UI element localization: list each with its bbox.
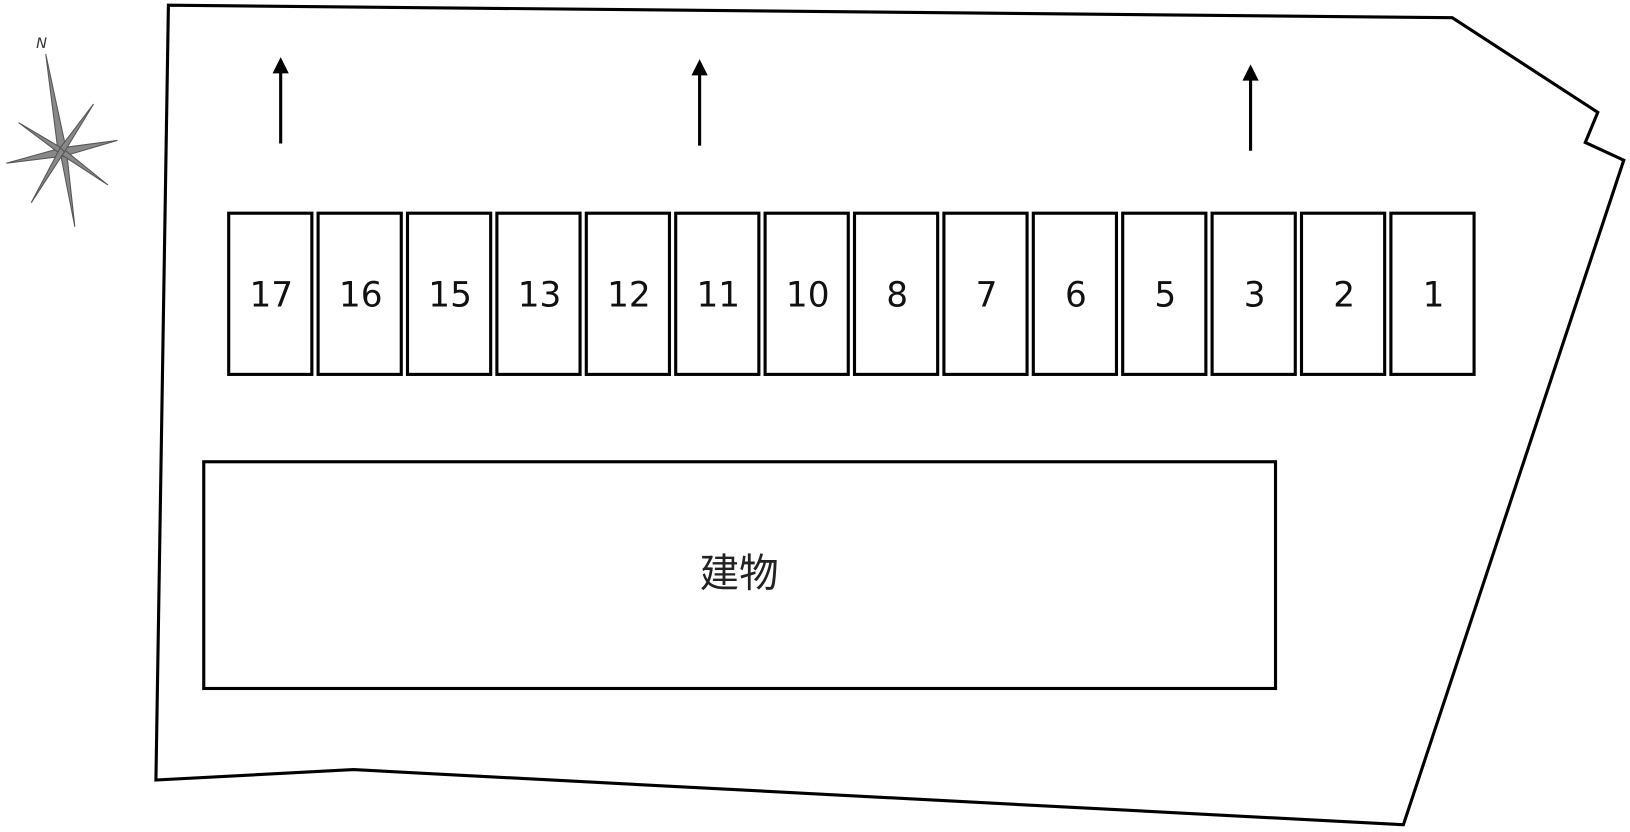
parking-slot-number: 7 — [976, 275, 998, 315]
parking-slot-number: 1 — [1423, 275, 1445, 315]
lot-boundary — [154, 3, 1626, 827]
parking-slot-number: 16 — [339, 275, 383, 315]
parking-slot-box — [1389, 211, 1476, 376]
parking-slot-box — [1299, 211, 1387, 376]
parking-slot: 8 — [852, 211, 940, 376]
parking-slot-number: 17 — [249, 275, 293, 315]
parking-slot: 12 — [584, 211, 672, 376]
parking-slot: 7 — [942, 211, 1029, 376]
parking-slots: 17 16 15 13 12 11 10 8 7 6 5 3 2 1 — [227, 211, 1476, 376]
building — [202, 460, 1278, 691]
parking-slot-box — [227, 211, 314, 376]
parking-slot-box — [1121, 211, 1208, 376]
parking-slot-number: 3 — [1244, 275, 1266, 315]
parking-slot: 10 — [763, 211, 850, 376]
parking-slot: 6 — [1031, 211, 1119, 376]
parking-slot-number: 12 — [607, 275, 651, 315]
building-label: 建物 — [700, 551, 779, 597]
parking-slot-box — [1210, 211, 1297, 376]
parking-slot-number: 8 — [886, 275, 908, 315]
parking-slot-box — [495, 211, 582, 376]
parking-slot: 3 — [1210, 211, 1297, 376]
parking-slot-box — [316, 211, 403, 376]
compass-rose: N — [6, 35, 118, 227]
parking-slot-number: 13 — [518, 275, 562, 315]
parking-slot-box — [674, 211, 761, 376]
parking-slot-number: 5 — [1154, 275, 1176, 315]
parking-slot: 11 — [674, 211, 761, 376]
parking-slot-box — [405, 211, 493, 376]
parking-slot-box — [852, 211, 940, 376]
parking-slot: 15 — [405, 211, 493, 376]
up-arrow-icon — [1242, 64, 1259, 151]
parking-slot-box — [584, 211, 672, 376]
compass-north-label: N — [36, 35, 47, 52]
parking-slot-number: 6 — [1065, 275, 1087, 315]
parking-slot-box — [763, 211, 850, 376]
parking-slot-number: 15 — [428, 275, 472, 315]
parking-slot-box — [1031, 211, 1119, 376]
parking-slot: 13 — [495, 211, 582, 376]
arrows — [272, 57, 1259, 151]
parking-slot: 16 — [316, 211, 403, 376]
parking-slot-number: 11 — [696, 275, 740, 315]
parking-slot: 5 — [1121, 211, 1208, 376]
parking-slot-number: 10 — [786, 275, 830, 315]
up-arrow-icon — [691, 59, 708, 146]
parking-slot-box — [942, 211, 1029, 376]
parking-slot-number: 2 — [1333, 275, 1355, 315]
parking-slot: 2 — [1299, 211, 1387, 376]
parking-slot: 17 — [227, 211, 314, 376]
parking-slot: 1 — [1389, 211, 1476, 376]
up-arrow-icon — [272, 57, 289, 144]
